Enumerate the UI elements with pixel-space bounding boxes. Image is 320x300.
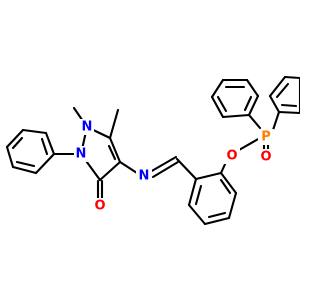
atom-o-carbonyl-label: O (94, 199, 105, 214)
atom-p-label: P (261, 130, 271, 145)
atom-p: P (258, 129, 274, 145)
imine-double-bond-b (151, 160, 180, 179)
structure-svg: N N N O O P O (5, 75, 300, 226)
imine-double-bond-a (148, 155, 178, 174)
atom-n-imine-label: N (139, 169, 150, 184)
o-p-bond (237, 136, 262, 152)
p-phenyl-left-bond (247, 113, 262, 130)
c-methyl-bond (108, 108, 120, 140)
phenyl-ring-p-left (210, 78, 260, 119)
atom-o-phosphoryl-label: O (260, 150, 271, 165)
atom-n-imine: N (136, 168, 152, 184)
phenyl-ring-p-right (268, 75, 300, 115)
atom-n1: N (74, 146, 88, 162)
atom-n2-label: N (82, 120, 93, 135)
atom-o-phosphoryl: O (258, 149, 274, 165)
atom-n1-label: N (76, 147, 87, 162)
atom-n2: N (80, 119, 94, 135)
phenyl-ring-n-substituent (5, 128, 56, 175)
atom-o-ether-label: O (226, 149, 237, 164)
central-benzene-ring (187, 171, 238, 226)
ch-aryl-bond (175, 157, 198, 181)
atom-o-ether: O (224, 148, 240, 164)
molecule-diagram: N N N O O P O (5, 75, 300, 226)
atom-o-carbonyl: O (92, 198, 108, 214)
p-phenyl-right-bond (271, 110, 281, 132)
c-n-imine-bond (118, 160, 139, 175)
